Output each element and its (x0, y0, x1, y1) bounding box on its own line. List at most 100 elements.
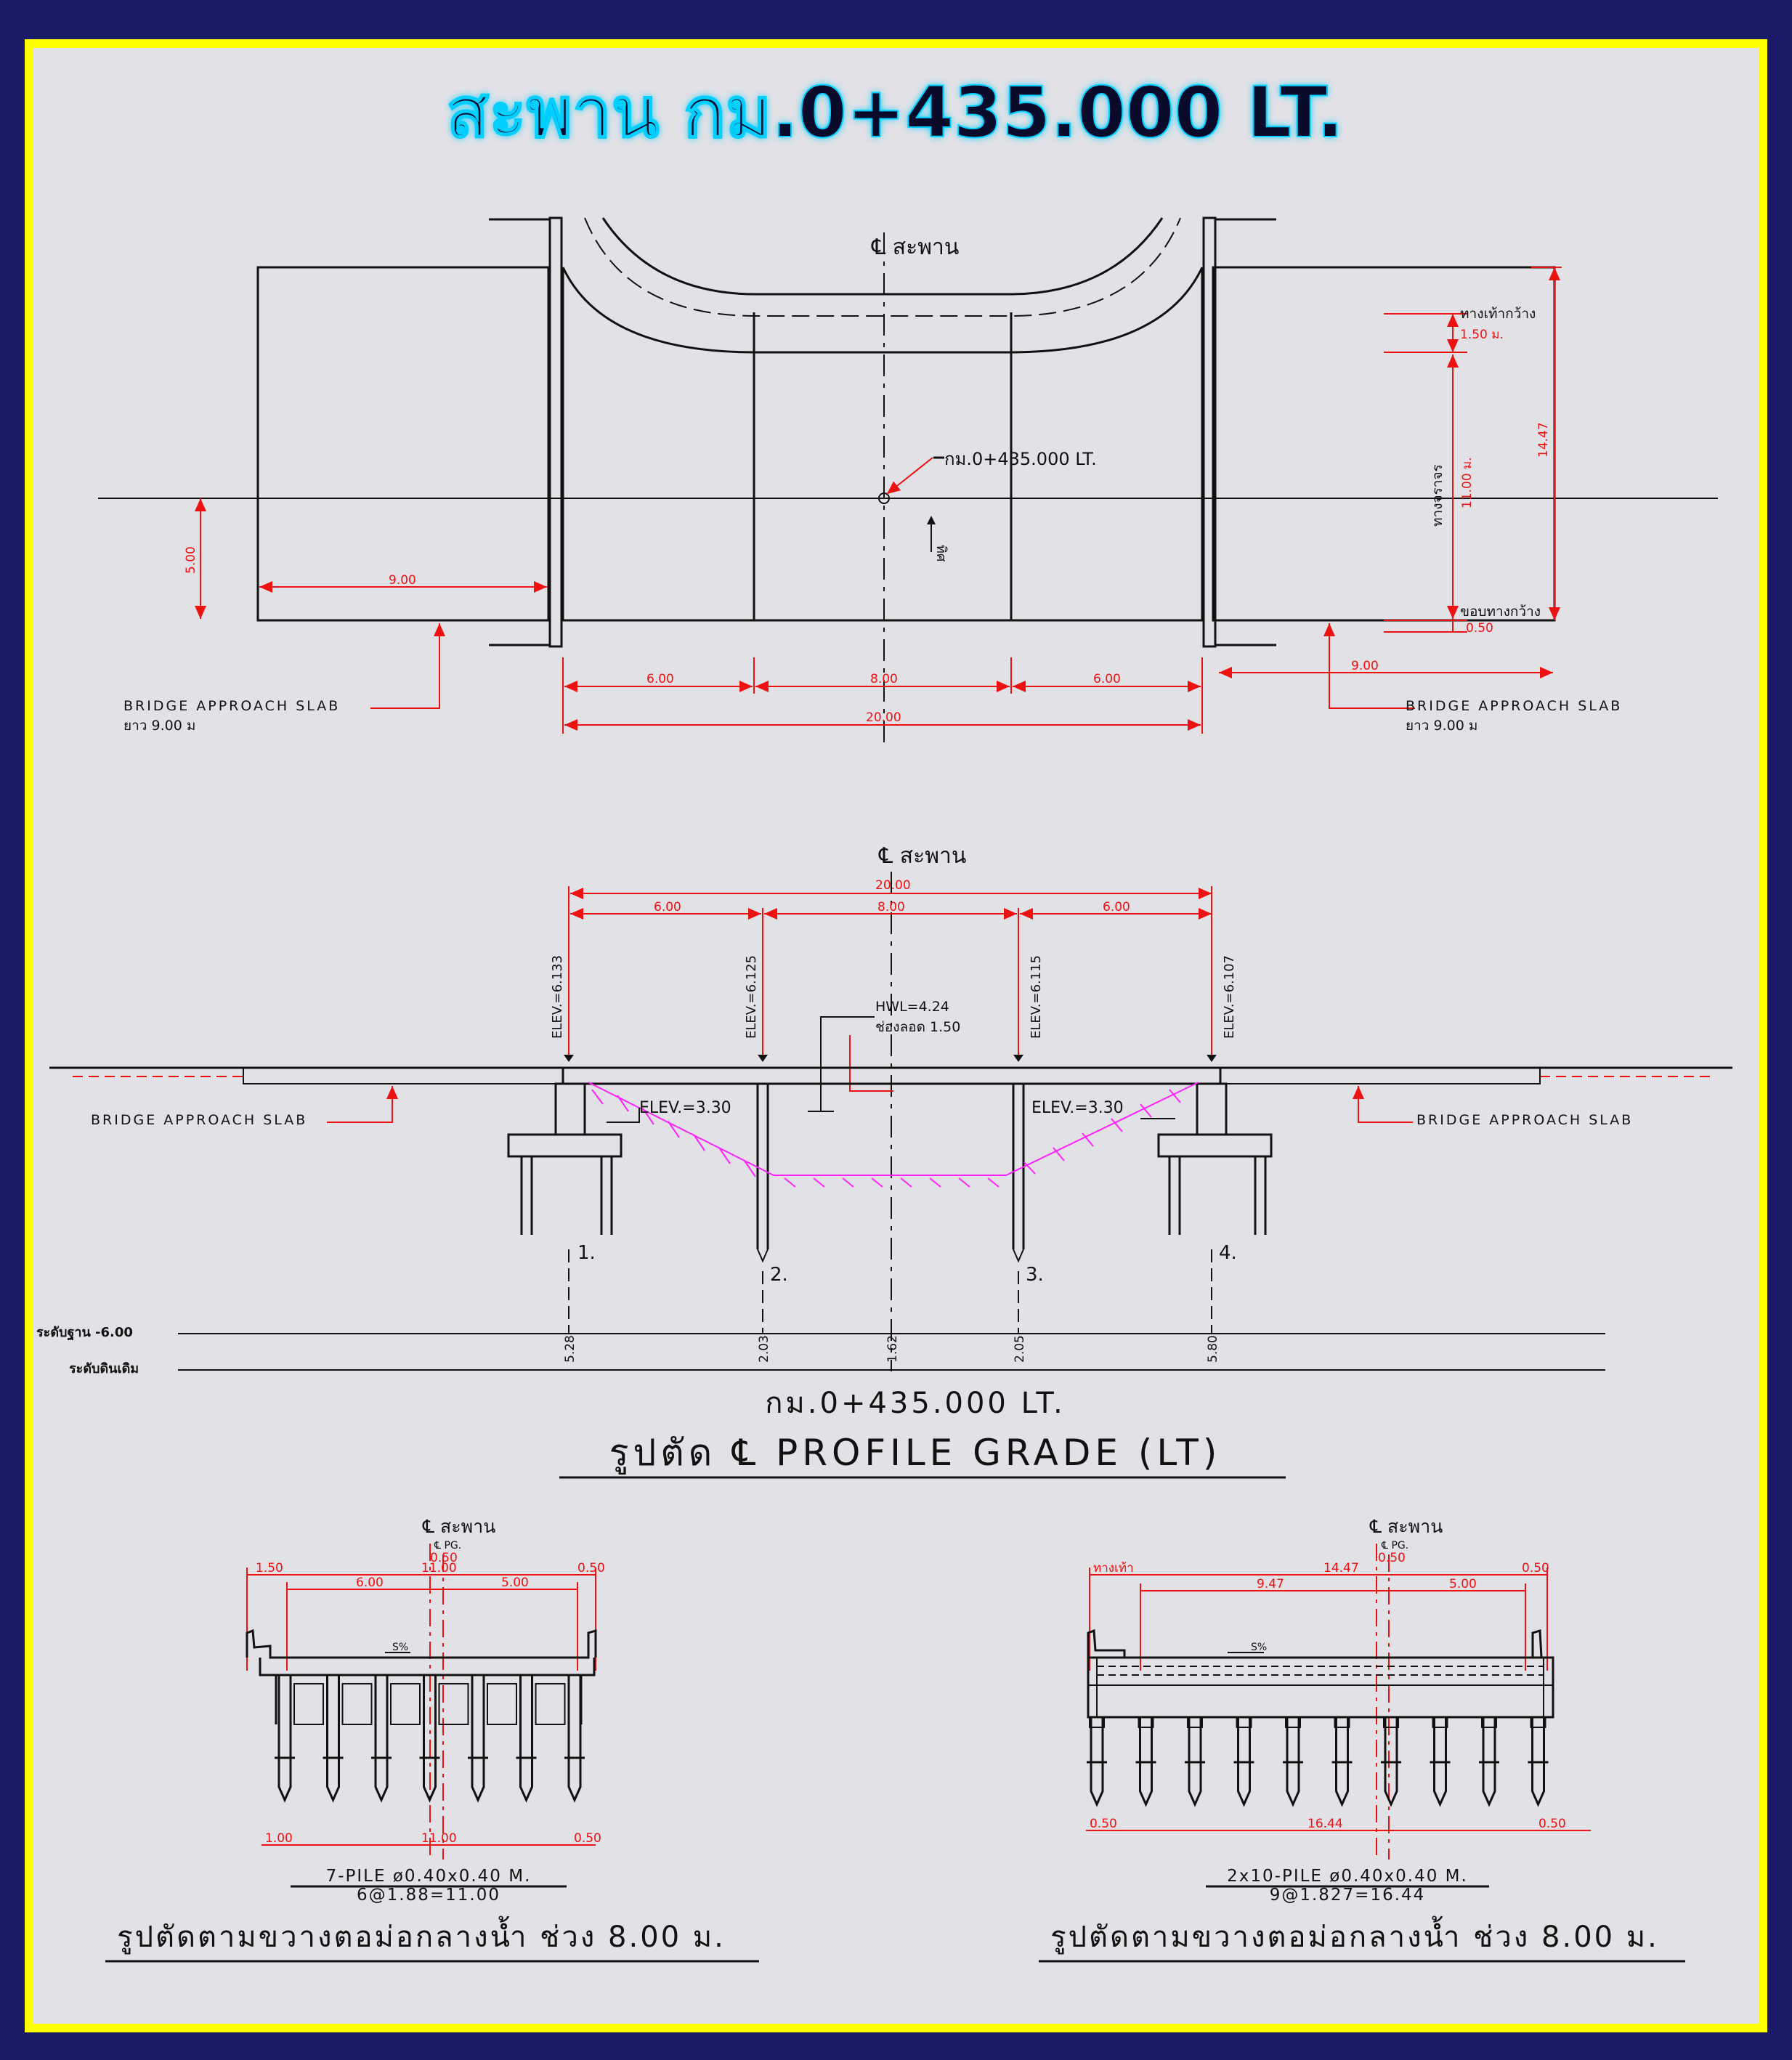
left-cl-pg: ℄ PG. (434, 1540, 461, 1552)
left-bracing-panel (487, 1683, 517, 1725)
right-pile-cap-4 (1236, 1716, 1252, 1728)
left-pile-5 (471, 1675, 485, 1803)
main-title: สะพาน กม.0+435.000 LT. สะพาน กม.0+435.00… (446, 71, 1345, 154)
left-dim-150: 1.50 (256, 1561, 283, 1576)
road-label: ทางจราจร (1430, 464, 1446, 527)
right-cl-label: ℄ สะพาน (1369, 1516, 1443, 1537)
profile-section-title: รูปตัด ℄ PROFILE GRADE (LT) (609, 1432, 1222, 1475)
right-slope-label: S% (1251, 1642, 1267, 1653)
right-bottom-1644: 16.44 (1307, 1817, 1343, 1831)
right-dim-500: 5.00 (1449, 1577, 1477, 1591)
left-bottom-050: 0.50 (574, 1831, 601, 1846)
dim-span-8: 8.00 (870, 672, 898, 686)
right-pile-10 (1531, 1717, 1545, 1807)
right-pile-cap-2 (1138, 1716, 1154, 1728)
left-bottom-1100: 11.00 (421, 1831, 457, 1846)
left-pile-2 (326, 1675, 340, 1803)
bridge-deck (561, 267, 1204, 622)
deck-curve-outer (601, 217, 1164, 296)
right-pile-3 (1188, 1717, 1202, 1807)
abutment-right (1202, 216, 1217, 648)
right-pile-7 (1384, 1717, 1398, 1807)
road-width: 11.00 ม. (1460, 457, 1475, 508)
support-label-4: 4. (1219, 1242, 1237, 1264)
right-bottom-050a: 0.50 (1090, 1817, 1117, 1831)
right-pile-5 (1286, 1717, 1300, 1807)
right-dim-1447: 14.47 (1323, 1561, 1359, 1576)
right-pile-cap-6 (1334, 1716, 1350, 1728)
plan-station-label: กม.0+435.000 LT. (944, 449, 1097, 469)
approach-slab-profile-right (1220, 1067, 1541, 1084)
approach-slab-profile-left (243, 1067, 564, 1084)
river-bed-hatch (591, 1089, 1181, 1188)
support-label-3: 3. (1026, 1264, 1044, 1286)
elev-support-4: ELEV.=6.107 (1222, 955, 1237, 1039)
station-marker (878, 492, 890, 504)
left-dim-500: 5.00 (501, 1576, 529, 1590)
bed-elev-left: ELEV.=3.30 (639, 1099, 731, 1117)
approach-left-label: BRIDGE APPROACH SLAB (123, 698, 340, 714)
datum-label: ระดับฐาน -6.00 (36, 1325, 133, 1341)
drawing-sheet (33, 48, 1759, 2024)
dim-9-00-right: 9.00 (1351, 659, 1379, 673)
left-bracing-panel (535, 1683, 566, 1725)
dim-total-20: 20.00 (866, 710, 901, 725)
dim-9-00-left: 9.00 (389, 573, 416, 588)
ground-value-5: 5.80 (1206, 1335, 1220, 1363)
right-pile-cap-10 (1530, 1716, 1546, 1728)
approach-right-length: ยาว 9.00 ม (1406, 718, 1477, 734)
cross-section-right: ℄ สะพาน ℄ PG. ทางเท้า 14.47 0.50 0.50 9.… (1039, 1516, 1685, 1963)
right-dim-947: 9.47 (1257, 1577, 1284, 1591)
svg-text:สะพาน กม.0+435.000 LT.: สะพาน กม.0+435.000 LT. (447, 72, 1344, 153)
ground-value-4: 2.05 (1013, 1335, 1027, 1363)
right-pile-cap-9 (1481, 1716, 1497, 1728)
deck-curve-dashed (584, 217, 1181, 317)
svg-text:สะพาน กม.0+435.000 LT.: สะพาน กม.0+435.000 LT. (447, 72, 1344, 153)
river-bed-line (588, 1082, 1199, 1176)
profile-dim-total: 20.00 (875, 878, 911, 893)
left-pile-1 (277, 1675, 292, 1803)
dim-5-00: 5.00 (184, 546, 198, 574)
ground-value-1: 5.28 (563, 1335, 577, 1363)
left-bracing-panel (390, 1683, 421, 1725)
right-pile-cap-5 (1285, 1716, 1301, 1728)
right-pile-cap-3 (1187, 1716, 1203, 1728)
right-section-title: รูปตัดตามขวางตอม่อกลางน้ำ ช่วง 8.00 ม. (1050, 1915, 1659, 1954)
ground-value-3: 1.62 (885, 1335, 900, 1363)
left-section-title: รูปตัดตามขวางตอม่อกลางน้ำ ช่วง 8.00 ม. (117, 1915, 726, 1954)
profile-dim-span3: 6.00 (1103, 900, 1130, 915)
left-pile-4 (423, 1675, 437, 1803)
right-pile-1 (1090, 1717, 1104, 1807)
left-bracing-panel (341, 1683, 373, 1725)
approach-slab-left (256, 266, 550, 622)
approach-right-label: BRIDGE APPROACH SLAB (1406, 698, 1622, 714)
left-pile-7 (567, 1675, 582, 1803)
right-pile-cap-7 (1383, 1716, 1399, 1728)
bed-elev-right: ELEV.=3.30 (1031, 1099, 1124, 1117)
ground-label: ระดับดินเดิม (69, 1361, 139, 1376)
support-label-2: 2. (770, 1264, 788, 1286)
right-pile-9 (1482, 1717, 1496, 1807)
left-pile-3 (374, 1675, 389, 1803)
sidewalk-width: 1.50 ม. (1460, 328, 1504, 342)
left-bracing-panel (438, 1683, 469, 1725)
right-pile-8 (1433, 1717, 1447, 1807)
left-pile-group (275, 1675, 585, 1803)
left-bottom-100: 1.00 (265, 1831, 293, 1846)
right-pile-6 (1335, 1717, 1349, 1807)
left-pile-spacing: 6@1.88=11.00 (357, 1886, 500, 1905)
north-label: ทิศ (933, 545, 949, 562)
sidewalk-label: ทางเท้ากว้าง (1460, 306, 1536, 322)
curb-label: ขอบทางกว้าง (1460, 604, 1541, 620)
left-pile-spec: 7-PILE ø0.40x0.40 M. (326, 1867, 532, 1886)
total-width: 14.47 (1536, 422, 1551, 458)
right-dim-050a: 0.50 (1378, 1551, 1406, 1565)
right-pile-cap-8 (1432, 1716, 1448, 1728)
left-dim-1100: 11.00 (421, 1561, 457, 1576)
profile-view: ℄ สะพาน 20.00 6.00 8.00 6.00 ELEV.=6.133… (36, 843, 1732, 1479)
abutment-4 (1157, 1082, 1273, 1235)
profile-approach-left: BRIDGE APPROACH SLAB (91, 1112, 307, 1128)
left-slope-label: S% (392, 1642, 408, 1653)
curb-width: 0.50 (1466, 621, 1493, 636)
